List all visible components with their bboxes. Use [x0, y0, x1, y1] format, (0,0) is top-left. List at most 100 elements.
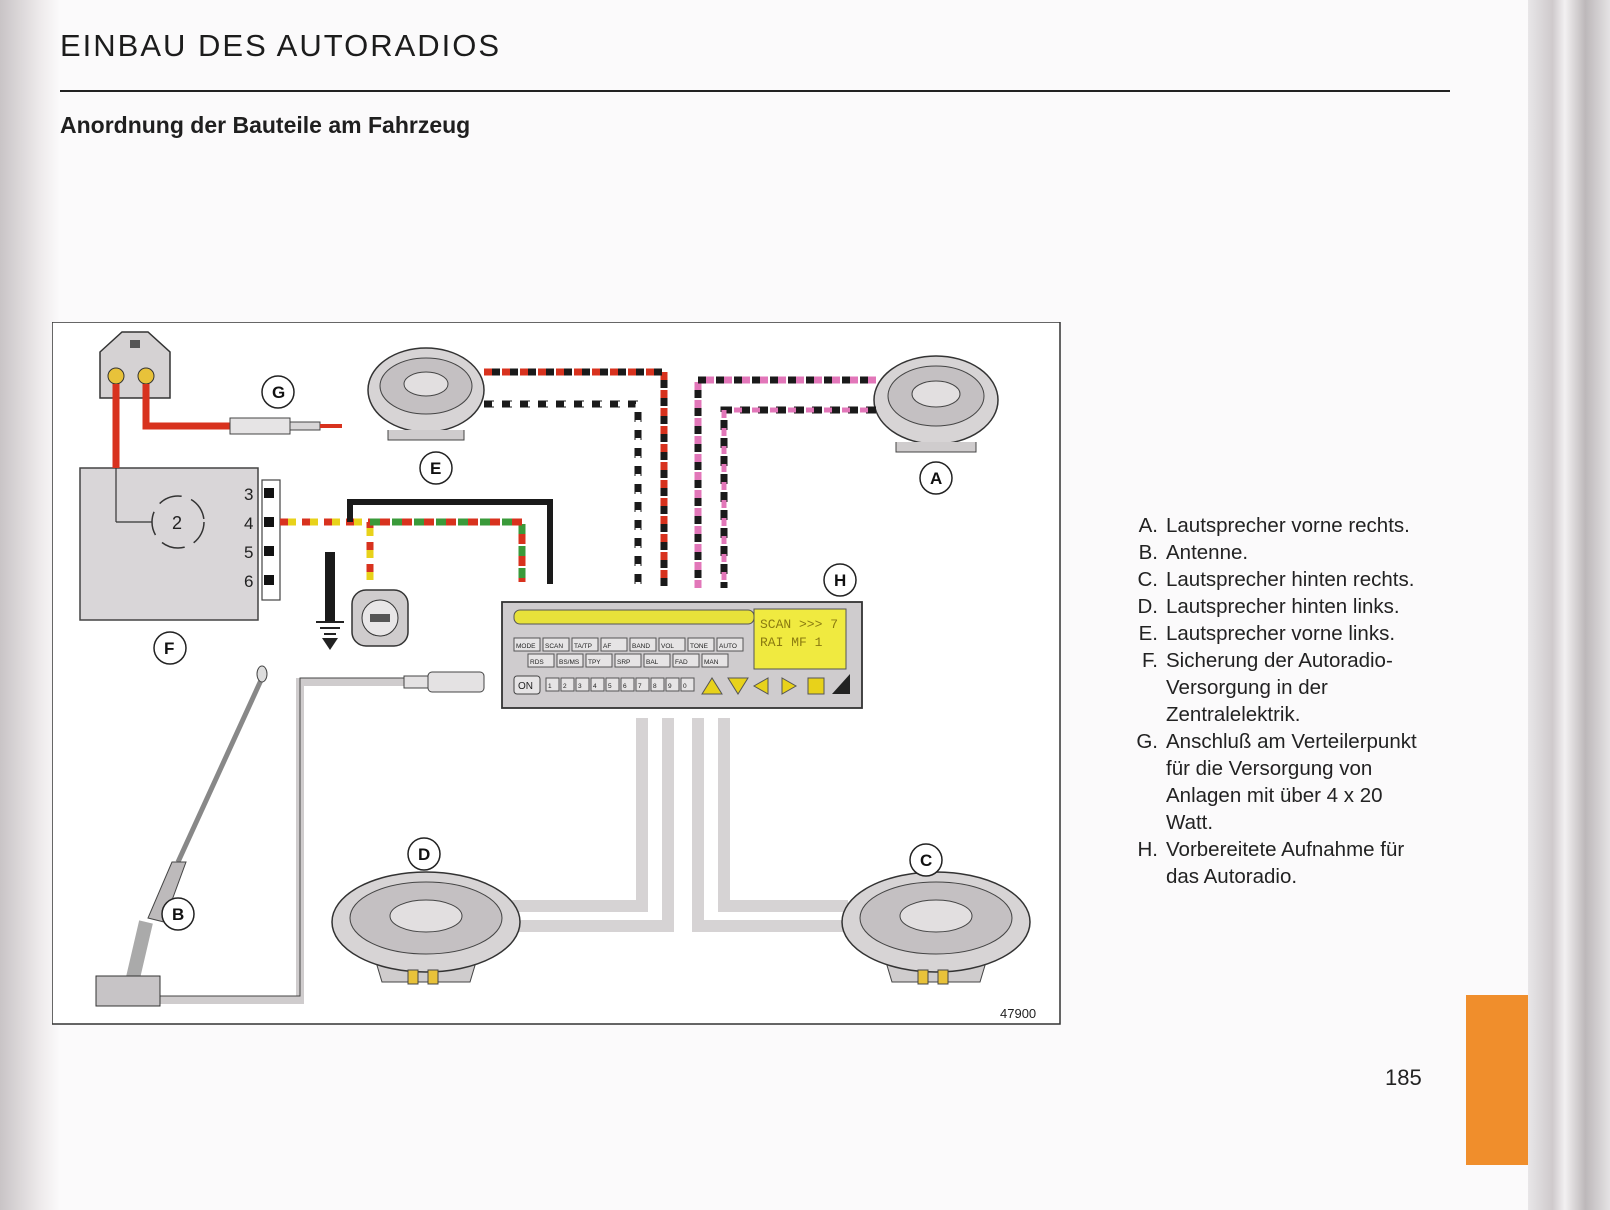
radio-button	[590, 677, 605, 692]
radio-button-label: TA/TP	[574, 643, 592, 650]
radio-button-label: 9	[668, 683, 672, 690]
radio-button-label: TONE	[690, 643, 709, 650]
legend-key: D.	[1137, 595, 1159, 618]
radio-button	[560, 677, 575, 692]
fuse-box: 2 3 4 5 6	[79, 467, 281, 621]
legend-text: Lautsprecher vorne rechts.	[1166, 514, 1410, 537]
legend-text: Vorbereitete Aufnahme für das Autoradio.	[1166, 838, 1405, 888]
radio-button-label: 0	[683, 683, 687, 690]
radio-button-label: 1	[548, 683, 552, 690]
legend-text: Antenne.	[1166, 541, 1249, 564]
wire-green-red	[370, 518, 526, 582]
radio-button	[620, 677, 635, 692]
speaker-front-right	[873, 355, 999, 453]
radio-button	[575, 677, 590, 692]
radio-button	[527, 653, 555, 668]
legend-text: Sicherung der Autoradio-Versorgung in de…	[1166, 649, 1393, 726]
wire-red-g	[142, 384, 232, 430]
legend-item: G. Anschluß am Verteilerpunkt für die Ver…	[1130, 728, 1430, 836]
legend-key: G.	[1136, 730, 1158, 753]
fuse-terminal-4: 4	[244, 514, 253, 533]
radio-button-label: 3	[578, 683, 582, 690]
distribution-block	[99, 331, 171, 399]
header-rule	[60, 90, 1450, 92]
legend-item: F. Sicherung der Autoradio-Versorgung in …	[1130, 647, 1430, 728]
radio-on-label: ON	[518, 681, 533, 692]
svg-text:F: F	[164, 639, 174, 658]
radio-button	[643, 653, 671, 668]
page-edge	[1528, 0, 1610, 1210]
wiring-diagram: 2 3 4 5 6	[52, 322, 1061, 1025]
radio-button-label: AF	[603, 643, 611, 650]
radio-button-label: SCAN	[545, 643, 563, 650]
radio-button	[542, 637, 570, 652]
radio-button	[556, 653, 584, 668]
figure-number: 47900	[1000, 1006, 1036, 1021]
radio-button-label: 7	[638, 683, 642, 690]
radio-button-label: BAND	[632, 643, 650, 650]
radio-button	[650, 677, 665, 692]
callout-h: H	[823, 563, 857, 597]
svg-text:G: G	[272, 383, 285, 402]
radio-button-label: 5	[608, 683, 612, 690]
legend-text: Anschluß am Verteilerpunkt für die Verso…	[1166, 730, 1417, 834]
radio-button	[680, 677, 695, 692]
speaker-rear-left	[331, 871, 521, 985]
legend-key: H.	[1137, 838, 1159, 861]
radio-button	[635, 677, 650, 692]
callout-a: A	[919, 461, 953, 495]
lighter-socket	[351, 589, 409, 647]
radio-button	[513, 637, 541, 652]
radio-button	[629, 637, 657, 652]
radio-button	[571, 637, 599, 652]
wire-black-top	[347, 499, 553, 584]
callout-b: B	[161, 897, 195, 931]
legend-item: H. Vorbereitete Aufnahme für das Autoradi…	[1130, 836, 1430, 890]
callout-d: D	[407, 837, 441, 871]
radio-button	[672, 653, 700, 668]
callout-f: F	[153, 631, 187, 665]
legend-text: Lautsprecher vorne links.	[1166, 622, 1396, 645]
radio-button	[600, 637, 628, 652]
svg-text:H: H	[834, 571, 846, 590]
radio-button-label: RDS	[530, 659, 544, 666]
radio-button-label: 6	[623, 683, 627, 690]
fuse-terminal-3: 3	[244, 485, 253, 504]
speaker-rear-right	[841, 871, 1031, 985]
antenna	[95, 665, 268, 1007]
callout-e: E	[419, 451, 453, 485]
legend-item: B. Antenne.	[1130, 539, 1430, 566]
radio-button	[716, 637, 744, 652]
svg-text:D: D	[418, 845, 430, 864]
legend-key: E.	[1138, 622, 1158, 645]
callout-c: C	[909, 843, 943, 877]
legend-key: F.	[1142, 649, 1158, 672]
page-header-title: EINBAU DES AUTORADIOS	[60, 28, 502, 63]
radio-button	[614, 653, 642, 668]
svg-text:B: B	[172, 905, 184, 924]
radio-button	[605, 677, 620, 692]
radio-display-line2: RAI MF 1	[760, 635, 823, 650]
radio-button-label: BAL	[646, 659, 659, 666]
legend-item: E. Lautsprecher vorne links.	[1130, 620, 1430, 647]
fuse-terminal-6: 6	[244, 572, 253, 591]
radio-button-label: MAN	[704, 659, 719, 666]
legend-key: A.	[1138, 514, 1158, 537]
callout-g: G	[261, 375, 295, 409]
page-number: 185	[1385, 1065, 1422, 1090]
legend-item: A. Lautsprecher vorne rechts.	[1130, 512, 1430, 539]
radio-button-label: SRP	[617, 659, 630, 666]
section-title: Anordnung der Bauteile am Fahrzeug	[60, 112, 471, 138]
radio-button	[658, 637, 686, 652]
fuse-box-circle-label: 2	[172, 513, 182, 533]
radio-button	[665, 677, 680, 692]
radio-button-label: TPY	[588, 659, 601, 666]
svg-text:A: A	[930, 469, 942, 488]
radio-button-label: BS/MS	[559, 659, 580, 666]
legend-item: D.Lautsprecher hinten links.	[1130, 593, 1430, 620]
legend-key: C.	[1137, 568, 1159, 591]
fuse-terminal-5: 5	[244, 543, 253, 562]
radio-button	[701, 653, 729, 668]
legend-key: B.	[1138, 541, 1158, 564]
